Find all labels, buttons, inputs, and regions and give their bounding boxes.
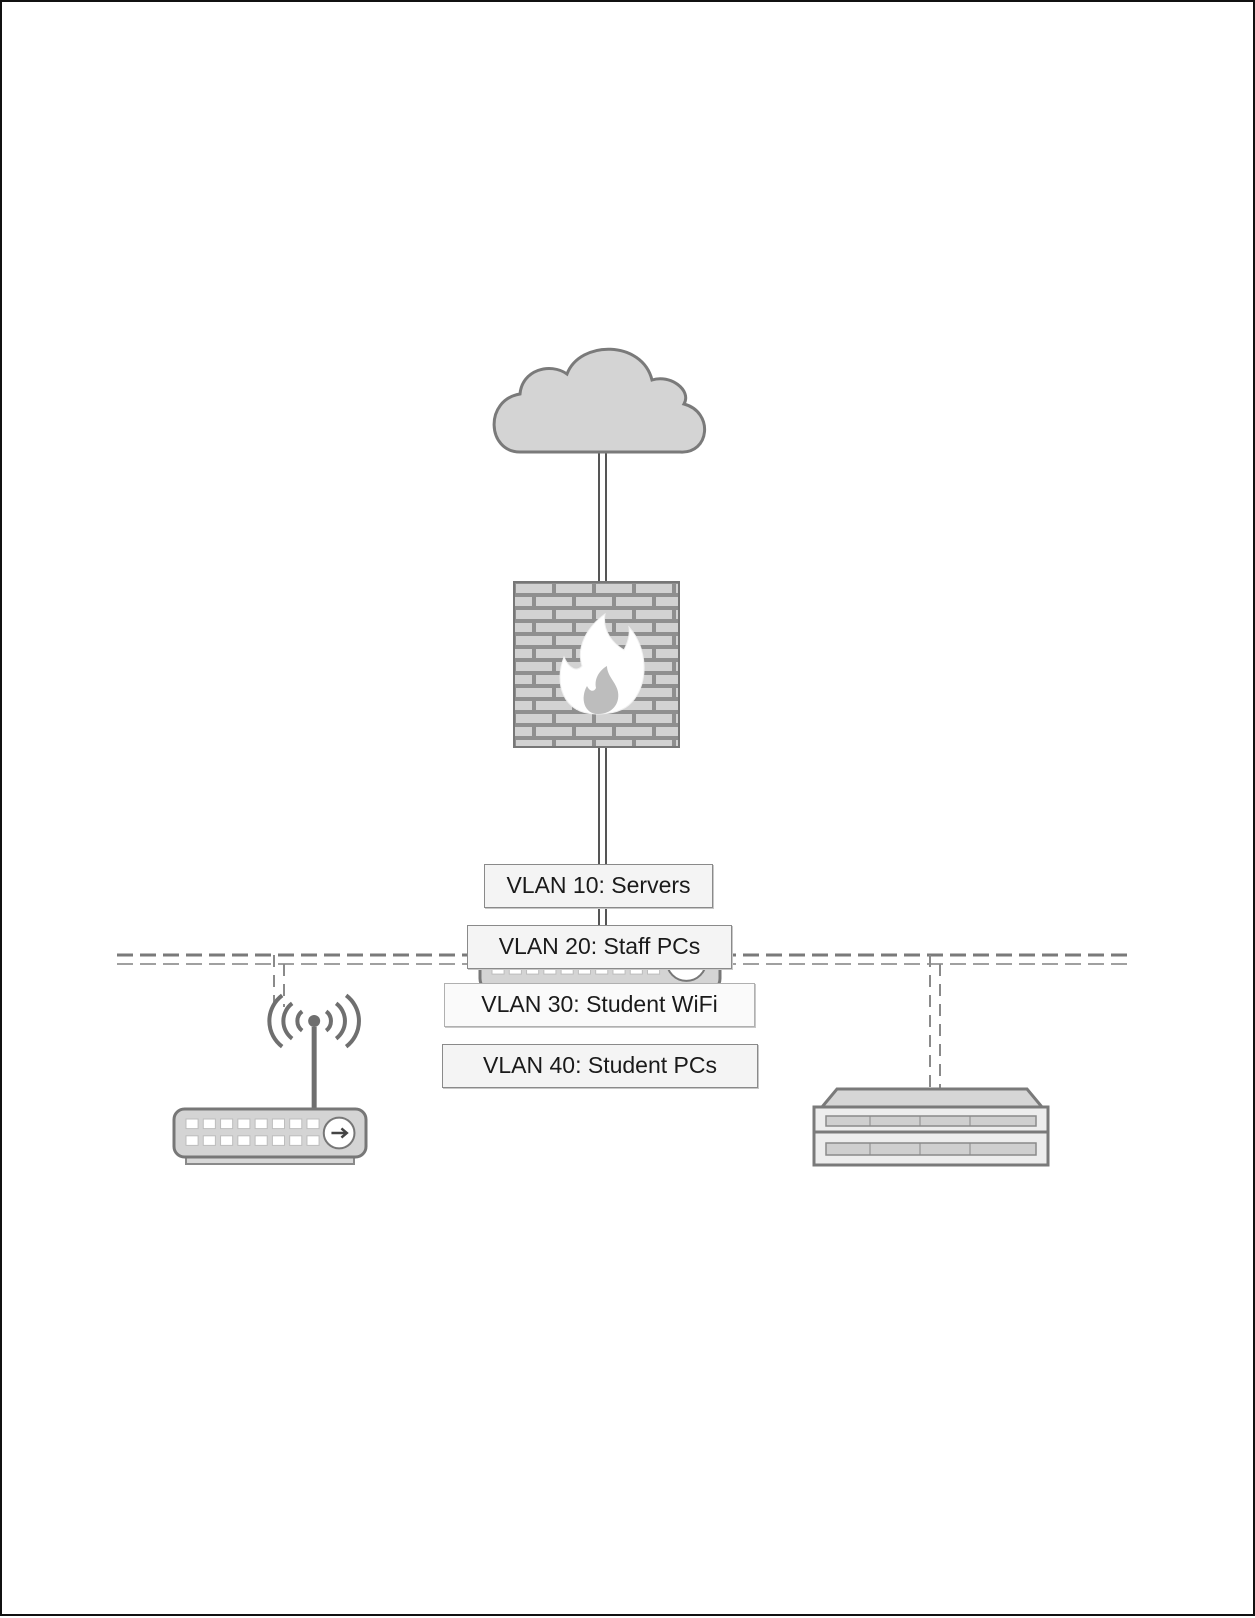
vlan-label: VLAN 10: Servers (484, 864, 713, 908)
dashed-trunk-left (117, 953, 480, 965)
dashed-trunk-right (720, 953, 1127, 965)
vlan-label: VLAN 40: Student PCs (442, 1044, 758, 1088)
link-internet-firewall (598, 452, 607, 587)
dashed-drop-access-point (273, 955, 285, 1007)
wireless-router-icon (172, 993, 368, 1165)
vlan-label: VLAN 30: Student WiFi (444, 983, 755, 1027)
cloud-icon (492, 347, 707, 454)
dashed-drop-server (929, 955, 941, 1097)
firewall-icon (513, 581, 680, 748)
server-icon (812, 1087, 1050, 1167)
vlan-label: VLAN 20: Staff PCs (467, 925, 732, 969)
